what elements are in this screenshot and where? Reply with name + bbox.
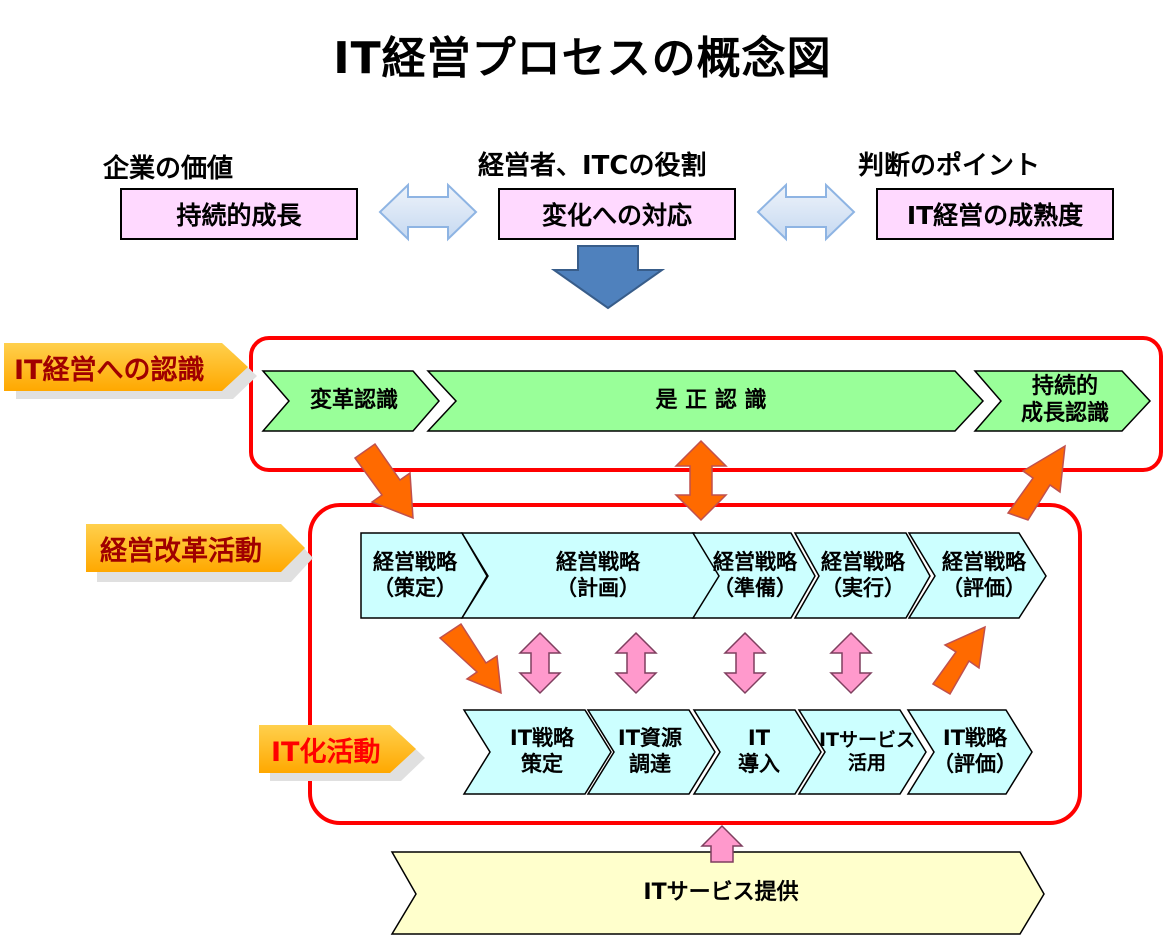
tag-it-shape: [259, 725, 425, 781]
orange-double-arrow-icon: [674, 439, 728, 522]
it-step-2-shape: [586, 709, 716, 795]
it-step-4-shape: [797, 709, 927, 795]
it-step-5-shape: [906, 709, 1033, 795]
it-step-3-shape: [692, 709, 822, 795]
heading-judgment-point: 判断のポイント: [858, 151, 1041, 181]
management-step-5-shape: [907, 532, 1047, 619]
orange-arrow-it-to-evaluation-icon: [931, 625, 986, 696]
it-step-1-shape: [462, 709, 612, 795]
box-response-to-change: 変化への対応: [498, 188, 736, 240]
double-arrow-right-icon: [756, 182, 856, 242]
pink-double-arrow-3-icon: [723, 631, 767, 695]
double-arrow-left-icon: [378, 182, 478, 242]
pink-double-arrow-2-icon: [614, 631, 658, 695]
box-it-maturity: IT経営の成熟度: [876, 188, 1114, 240]
orange-arrow-recog-to-reform-icon: [353, 442, 414, 520]
pink-double-arrow-1-icon: [518, 631, 562, 695]
management-step-3-shape: [691, 532, 816, 619]
tag-reform-shape: [86, 524, 313, 582]
box-sustainable-growth: 持続的成長: [120, 188, 358, 240]
recognition-step-2-shape: [426, 370, 985, 432]
orange-arrow-reform-to-recog-icon: [1006, 444, 1066, 521]
down-arrow-icon: [550, 245, 666, 310]
management-step-2-shape: [460, 532, 726, 619]
orange-arrow-strategy-to-it-icon: [438, 622, 502, 695]
heading-role: 経営者、ITCの役割: [478, 151, 707, 181]
recognition-step-3-shape: [973, 370, 1152, 432]
tag-recognition-shape: [4, 343, 257, 399]
pink-double-arrow-4-icon: [829, 631, 873, 695]
tag-recognition: IT経営への認識: [14, 354, 205, 386]
recognition-step-1-shape: [261, 370, 440, 432]
service-provision-shape: [390, 851, 1045, 935]
pink-up-arrow-icon: [700, 824, 744, 863]
tag-reform: 経営改革活動: [100, 535, 262, 567]
heading-corporate-value: 企業の価値: [103, 154, 234, 184]
management-step-1-shape: [360, 532, 488, 619]
page-title: IT経営プロセスの概念図: [333, 33, 832, 84]
management-step-4-shape: [793, 532, 931, 619]
tag-it: IT化活動: [271, 736, 381, 768]
